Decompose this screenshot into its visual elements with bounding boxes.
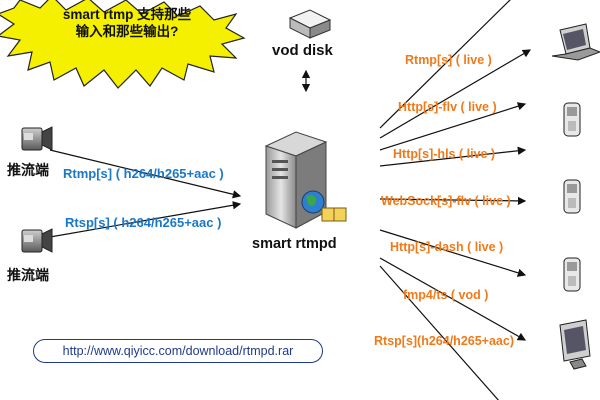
download-url-text[interactable]: http://www.qiyicc.com/download/rtmpd.rar [62, 344, 294, 358]
output-label-rtsp: Rtsp[s](h264/h265+aac) [374, 334, 514, 348]
camera-icon [21, 126, 53, 151]
vod-disk-label: vod disk [272, 42, 333, 59]
camera-icon [21, 228, 53, 253]
source-label-1: 推流端 [7, 162, 49, 178]
monitor-icon [559, 319, 591, 370]
output-arrows [379, 0, 532, 400]
laptop-icon [551, 23, 600, 61]
output-label-http-flv: Http[s]-flv ( live ) [398, 100, 497, 114]
callout-text: smart rtmp 支持那些 输入和那些输出? [52, 6, 202, 40]
input-arrow-rtmp [49, 149, 242, 199]
callout-line-2: 输入和那些输出? [75, 24, 179, 39]
output-label-fmp4-ts: fmp4/ts ( vod ) [403, 288, 489, 302]
disk-icon [288, 9, 332, 39]
input-arrow-rtsp [49, 201, 242, 238]
phone-icon [563, 102, 581, 137]
input-protocol-rtsp: Rtsp[s] ( h264/h265+aac ) [65, 215, 222, 230]
output-label-rtmp: Rtmp[s] ( live ) [405, 53, 492, 67]
callout-line-1: smart rtmp 支持那些 [62, 7, 192, 22]
output-label-http-dash: Http[s]-dash ( live ) [390, 240, 504, 254]
download-url-link[interactable]: http://www.qiyicc.com/download/rtmpd.rar [33, 339, 323, 363]
output-label-http-hls: Http[s]-hls ( live ) [393, 147, 496, 161]
server-label: smart rtmpd [252, 236, 337, 252]
phone-icon [563, 257, 581, 292]
phone-icon [563, 179, 581, 214]
source-label-2: 推流端 [7, 267, 49, 283]
output-label-websock-flv: WebSock[s]-flv ( live ) [381, 194, 511, 208]
input-protocol-rtmp: Rtmp[s] ( h264/h265+aac ) [63, 166, 224, 181]
server-icon [264, 131, 347, 229]
callout-burst [0, 0, 246, 89]
